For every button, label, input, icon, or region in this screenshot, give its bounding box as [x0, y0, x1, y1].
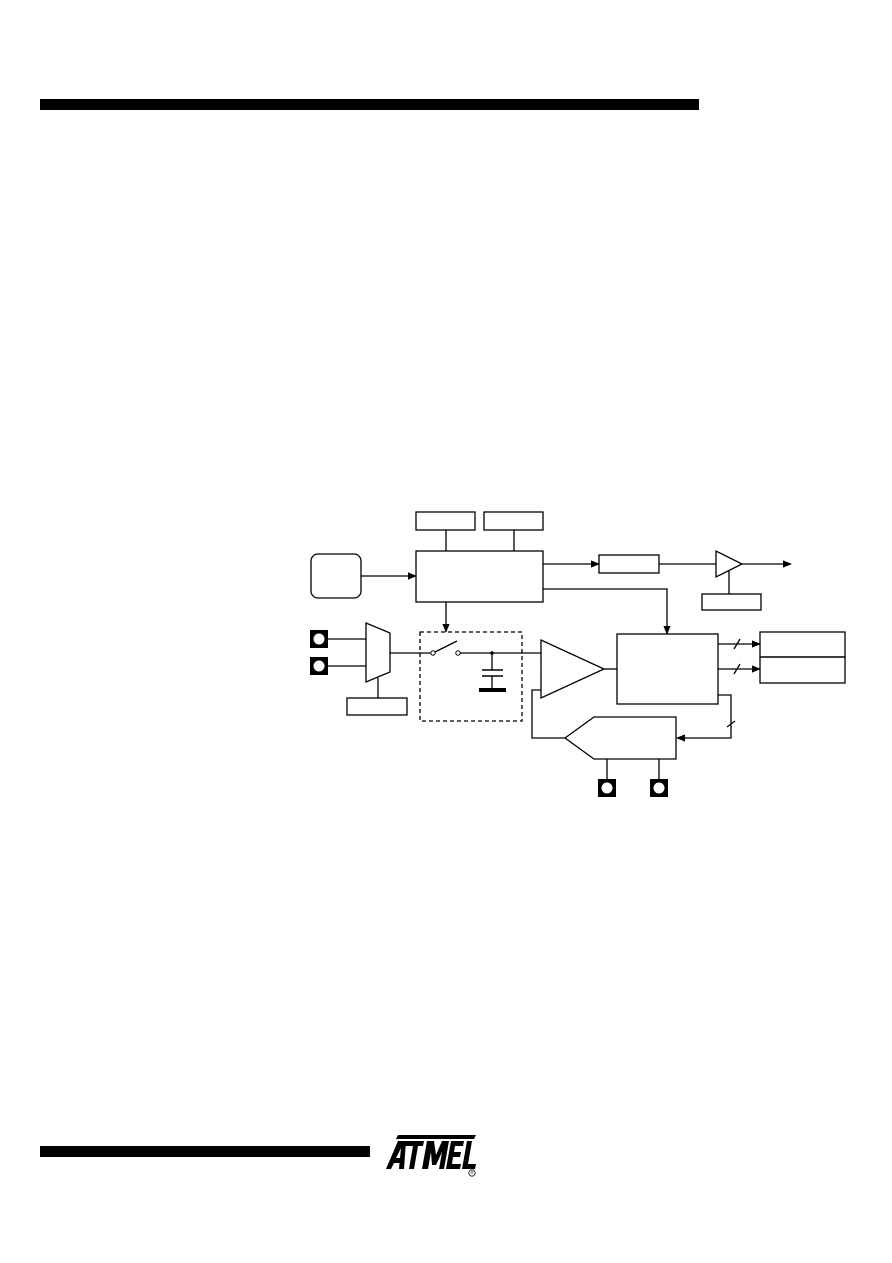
registered-mark: ® [470, 1170, 474, 1176]
input-multiplexer [365, 622, 391, 683]
sample-hold-block [419, 631, 523, 722]
pin-icon [310, 657, 328, 675]
prescaler-box [598, 554, 660, 574]
header-rule [40, 99, 699, 110]
pin-icon [598, 779, 616, 797]
clock-source-block [310, 553, 362, 599]
dac-block [563, 716, 677, 760]
mux-select-box [346, 697, 408, 716]
pin-icon [310, 630, 328, 648]
pin-icon [650, 779, 668, 797]
data-register-low [759, 656, 846, 684]
comparator [540, 638, 606, 700]
control-logic-block [415, 550, 544, 603]
footer-rule [40, 1146, 370, 1157]
register-box-2 [483, 511, 544, 531]
sar-logic-block [616, 633, 719, 705]
register-box-1 [415, 511, 476, 531]
atmel-logo: ® [386, 1135, 476, 1177]
buffer-label-box [701, 593, 762, 611]
output-buffer [715, 549, 744, 579]
data-register-high [759, 631, 846, 658]
